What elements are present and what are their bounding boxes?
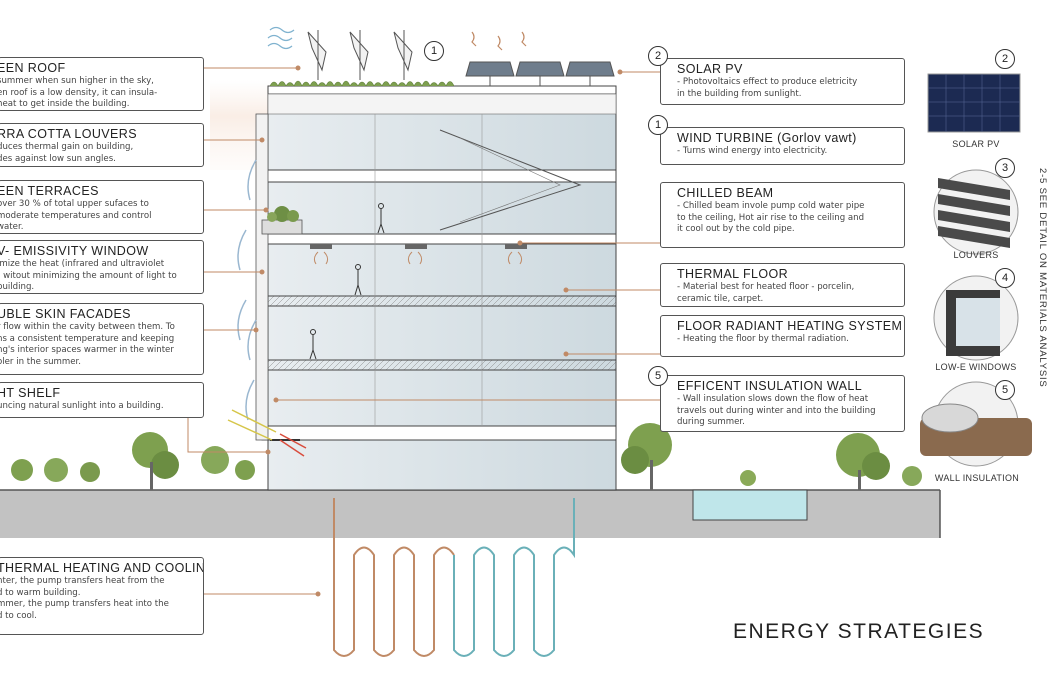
solar-pv-title: SOLAR PV bbox=[677, 62, 743, 76]
material-insulation-label: WALL INSULATION bbox=[934, 473, 1020, 483]
double-skin-desc-4: oler in the summer. bbox=[0, 356, 82, 367]
floor-radiant-heating-box: FLOOR RADIANT HEATING SYSTEM - Heating t… bbox=[660, 315, 905, 357]
wind-turbine-desc-1: - Turns wind energy into electricity. bbox=[677, 146, 828, 156]
green-terraces-box: EEN TERRACES over 30 % of total upper su… bbox=[0, 180, 204, 234]
double-skin-desc-3: ng's interior spaces warmer in the winte… bbox=[0, 345, 174, 355]
solar-pv-desc-2: in the building from sunlight. bbox=[677, 88, 802, 99]
geothermal-box: THERMAL HEATING AND COOLING nter, the pu… bbox=[0, 557, 204, 635]
material-thumbnails bbox=[920, 73, 1032, 467]
geothermal-loops bbox=[333, 498, 575, 657]
material-louvers-number: 3 bbox=[995, 158, 1015, 178]
wind-turbines bbox=[307, 30, 413, 80]
double-skin-desc-1: r flow within the cavity between them. T… bbox=[0, 322, 175, 332]
chilled-beam-title: CHILLED BEAM bbox=[677, 186, 774, 200]
green-roof-desc-2: en roof is a low density, it can insula- bbox=[0, 87, 158, 98]
geothermal-desc-4: d to cool. bbox=[0, 610, 37, 621]
terraces-desc-1: over 30 % of total upper sufaces to bbox=[0, 199, 149, 209]
green-roof-desc-3: heat to get inside the building. bbox=[0, 99, 130, 109]
thermal-floor-desc-2: ceramic tile, carpet. bbox=[677, 293, 764, 304]
page-title: ENERGY STRATEGIES bbox=[733, 620, 985, 643]
terraces-title: EEN TERRACES bbox=[0, 184, 99, 198]
trees bbox=[11, 423, 922, 490]
insulation-wall-desc-1: - Wall insulation slows down the flow of… bbox=[677, 394, 869, 404]
louvers-desc-2: des against low sun angles. bbox=[0, 153, 116, 164]
geothermal-title: THERMAL HEATING AND COOLING bbox=[0, 561, 204, 575]
double-skin-title: UBLE SKIN FACADES bbox=[0, 307, 131, 321]
ground bbox=[0, 489, 941, 538]
solar-pv-box: SOLAR PV - Photovoltaics effect to produ… bbox=[660, 58, 905, 105]
geothermal-desc-1: nter, the pump transfers heat from the bbox=[0, 576, 165, 586]
chilled-beam-desc-2: to the ceiling, Hot air rise to the ceil… bbox=[677, 212, 865, 223]
insulation-wall-box: EFFICENT INSULATION WALL - Wall insulati… bbox=[660, 375, 905, 432]
materials-side-note: 2-5 SEE DETAIL ON MATERIALS ANALYSIS bbox=[1037, 168, 1048, 388]
green-roof-box: EEN ROOF summer when sun higher in the s… bbox=[0, 57, 204, 111]
material-insulation-number: 5 bbox=[995, 380, 1015, 400]
chilled-beam-desc-1: - Chilled beam invole pump cold water pi… bbox=[677, 201, 865, 211]
wind-turbine-box: WIND TURBINE (Gorlov vawt) - Turns wind … bbox=[660, 127, 905, 165]
solar-pv-desc-1: - Photovoltaics effect to produce eletri… bbox=[677, 77, 858, 87]
green-roof-desc-1: summer when sun higher in the sky, bbox=[0, 76, 154, 86]
louvers-title: RRA COTTA LOUVERS bbox=[0, 127, 137, 141]
low-e-desc-1: imize the heat (infrared and ultraviolet bbox=[0, 259, 165, 269]
light-shelf-title: HT SHELF bbox=[0, 386, 61, 400]
low-e-window-box: V- EMISSIVITY WINDOW imize the heat (inf… bbox=[0, 240, 204, 294]
insulation-wall-desc-2: travels out during winter and into the b… bbox=[677, 405, 876, 416]
chilled-beam-desc-3: it cool out by the cold pipe. bbox=[677, 224, 795, 234]
wind-turbine-title: WIND TURBINE (Gorlov vawt) bbox=[677, 131, 857, 145]
material-lowe-label: LOW-E WINDOWS bbox=[935, 362, 1017, 372]
solar-panels bbox=[465, 61, 615, 86]
wind-turbine-number: 1 bbox=[648, 115, 668, 135]
thermal-floor-box: THERMAL FLOOR - Material best for heated… bbox=[660, 263, 905, 307]
terraces-desc-3: water. bbox=[0, 222, 24, 232]
double-skin-desc-2: ns a consistent temperature and keeping bbox=[0, 333, 175, 344]
solar-pv-number: 2 bbox=[648, 46, 668, 66]
terra-cotta-louvers-box: RRA COTTA LOUVERS duces thermal gain on … bbox=[0, 123, 204, 167]
material-lowe-number: 4 bbox=[995, 268, 1015, 288]
insulation-wall-number: 5 bbox=[648, 366, 668, 386]
low-e-title: V- EMISSIVITY WINDOW bbox=[0, 244, 149, 258]
thermal-floor-desc-1: - Material best for heated floor - porce… bbox=[677, 282, 855, 292]
material-solar-label: SOLAR PV bbox=[952, 139, 1000, 149]
chilled-beam-box: CHILLED BEAM - Chilled beam invole pump … bbox=[660, 182, 905, 248]
insulation-wall-title: EFFICENT INSULATION WALL bbox=[677, 379, 863, 393]
low-e-desc-3: building. bbox=[0, 282, 35, 292]
turbine-marker-number: 1 bbox=[424, 41, 444, 61]
low-e-desc-2: ) witout minimizing the amount of light … bbox=[0, 270, 177, 281]
radiant-heating-desc-1: - Heating the floor by thermal radiation… bbox=[677, 334, 849, 344]
green-roof-title: EEN ROOF bbox=[0, 61, 66, 75]
light-shelf-box: HT SHELF uncing natural sunlight into a … bbox=[0, 382, 204, 418]
louvers-desc-1: duces thermal gain on building, bbox=[0, 142, 134, 152]
material-solar-number: 2 bbox=[995, 49, 1015, 69]
double-skin-facades-box: UBLE SKIN FACADES r flow within the cavi… bbox=[0, 303, 204, 375]
terraces-desc-2: moderate temperatures and control bbox=[0, 210, 152, 221]
building-section bbox=[237, 85, 617, 491]
radiant-heating-title: FLOOR RADIANT HEATING SYSTEM bbox=[677, 319, 903, 333]
light-shelf-desc-1: uncing natural sunlight into a building. bbox=[0, 401, 164, 411]
geothermal-desc-3: mmer, the pump transfers heat into the bbox=[0, 599, 169, 609]
material-louvers-label: LOUVERS bbox=[953, 250, 999, 260]
insulation-wall-desc-3: during summer. bbox=[677, 417, 745, 427]
geothermal-desc-2: d to warm building. bbox=[0, 587, 81, 598]
thermal-floor-title: THERMAL FLOOR bbox=[677, 267, 788, 281]
